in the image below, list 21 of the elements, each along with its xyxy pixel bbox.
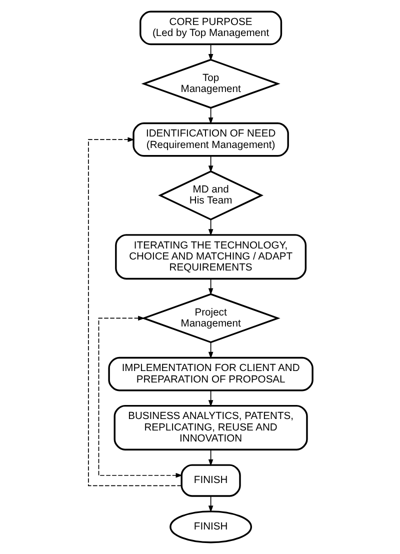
node-diamond: MD and His Team <box>158 170 263 220</box>
node-diamond: Top Management <box>140 58 280 109</box>
node-box: CORE PURPOSE (Led by Top Management <box>139 10 282 46</box>
arrow <box>208 278 213 296</box>
arrow <box>208 390 213 407</box>
arrow <box>208 156 213 173</box>
node-ellipse: FINISH <box>169 510 252 544</box>
arrow <box>208 496 213 513</box>
node-diamond: Project Management <box>140 293 280 344</box>
arrow <box>208 449 213 466</box>
node-box: ITERATING THE TECHNOLOGY, CHOICE AND MATCHING / ADAPT REQUIREMENTS <box>114 234 306 280</box>
node-box: IMPLEMENTATION FOR CLIENT AND PREPARATION OF PROPOSAL <box>108 356 313 392</box>
arrow <box>208 342 213 359</box>
arrow <box>88 137 182 486</box>
arrow <box>208 44 213 61</box>
arrow <box>208 219 213 236</box>
node-box: IDENTIFICATION OF NEED (Requirement Management) <box>132 122 288 157</box>
node-box: FINISH <box>180 464 240 497</box>
arrow <box>208 108 213 124</box>
arrow <box>98 316 182 478</box>
node-box: BUSINESS ANALYTICS, PATENTS, REPLICATING, REUSE AND INNOVATION <box>113 404 308 450</box>
